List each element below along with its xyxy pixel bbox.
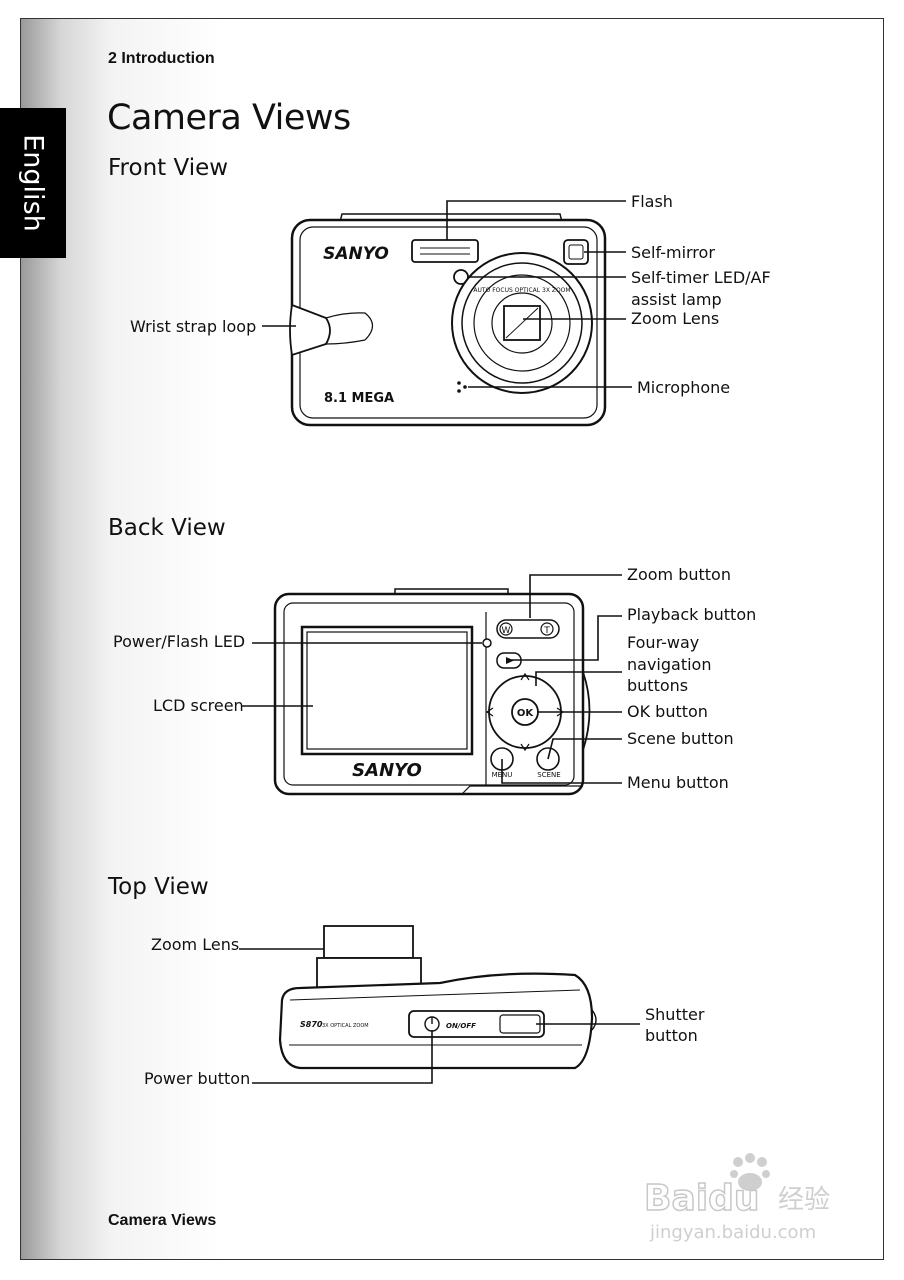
model-sub: 3X OPTICAL ZOOM: [322, 1023, 369, 1029]
label-power-led: Power/Flash LED: [113, 632, 246, 651]
page-title: Camera Views: [107, 98, 351, 138]
back-view-heading: Back View: [108, 515, 226, 541]
front-camera-drawing: [289, 213, 607, 427]
label-self-timer-line1: Self-timer LED/AF: [631, 268, 771, 287]
label-microphone: Microphone: [637, 378, 731, 397]
back-camera-drawing: [273, 588, 591, 796]
back-brand-logo: SANYO: [352, 760, 422, 781]
label-playback-button: Playback button: [627, 605, 757, 624]
front-brand-logo: SANYO: [323, 244, 389, 264]
model-name: S870: [300, 1020, 323, 1029]
watermark-url: jingyan.baidu.com: [649, 1222, 816, 1243]
watermark-brand: Baidu: [644, 1178, 759, 1219]
language-tab[interactable]: English: [0, 108, 66, 258]
label-flash: Flash: [631, 192, 673, 211]
onoff-label: ON/OFF: [446, 1022, 476, 1030]
label-shutter-line2: button: [645, 1026, 698, 1045]
zoom-t-label: T: [543, 626, 550, 636]
label-zoom-button: Zoom button: [627, 565, 731, 584]
baidu-watermark: Baidu 经验 jingyan.baidu.com: [643, 1153, 830, 1243]
menu-button-label: MENU: [492, 771, 513, 779]
label-lcd-screen: LCD screen: [153, 696, 244, 715]
top-camera-drawing: [278, 925, 597, 1070]
label-wrist-strap: Wrist strap loop: [130, 317, 257, 336]
label-four-way-line3: buttons: [627, 676, 689, 695]
page-footer: Camera Views: [108, 1212, 217, 1229]
section-header: 2 Introduction: [108, 50, 215, 67]
lens-ring-text: AUTO FOCUS OPTICAL 3X ZOOM: [473, 287, 570, 294]
top-view-heading: Top View: [108, 874, 209, 900]
label-shutter-line1: Shutter: [645, 1005, 705, 1024]
label-power-button: Power button: [144, 1069, 251, 1088]
label-zoom-lens: Zoom Lens: [631, 309, 720, 328]
label-top-zoom-lens: Zoom Lens: [151, 935, 240, 954]
label-scene-button: Scene button: [627, 729, 734, 748]
ok-button-label: OK: [517, 708, 535, 719]
watermark-cn: 经验: [778, 1185, 830, 1215]
label-ok-button: OK button: [627, 702, 708, 721]
label-self-mirror: Self-mirror: [631, 243, 715, 262]
label-four-way-line1: Four-way: [627, 633, 700, 652]
zoom-w-label: W: [502, 626, 511, 636]
label-four-way-line2: navigation: [627, 655, 712, 674]
label-menu-button: Menu button: [627, 773, 729, 792]
front-mega-badge: 8.1 MEGA: [324, 391, 394, 406]
scene-button-label: SCENE: [537, 771, 560, 779]
label-self-timer-line2: assist lamp: [631, 290, 722, 309]
front-view-heading: Front View: [108, 155, 229, 181]
